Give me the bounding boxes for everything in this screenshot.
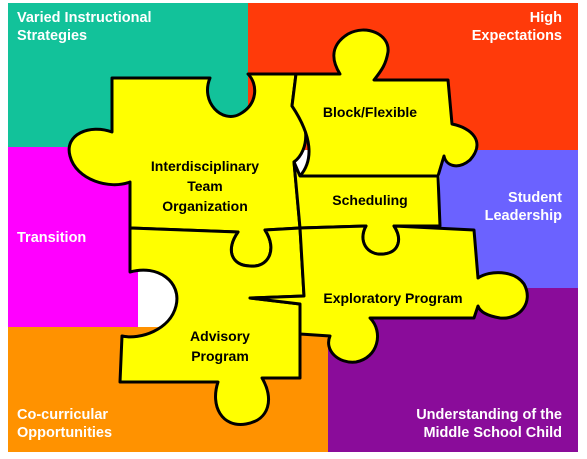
label-interdisciplinary-team-organization: Interdisciplinary Team Organization bbox=[130, 156, 280, 216]
label-advisory-program: Advisory Program bbox=[160, 326, 280, 366]
label-high-expectations: High Expectations bbox=[472, 9, 562, 45]
label-co-curricular-opportunities: Co-curricular Opportunities bbox=[17, 406, 112, 442]
label-line: Advisory bbox=[190, 328, 250, 344]
label-line: Leadership bbox=[484, 208, 562, 224]
label-line: Team bbox=[187, 178, 223, 194]
label-line: Student bbox=[508, 190, 562, 206]
label-line: Middle School Child bbox=[423, 425, 562, 441]
label-line: Expectations bbox=[471, 28, 562, 44]
label-line: Interdisciplinary bbox=[150, 158, 260, 174]
label-block-flexible: Block/Flexible bbox=[305, 102, 435, 122]
label-understanding-middle-school-child: Understanding of the Middle School Child bbox=[416, 406, 562, 442]
puzzle-piece-advisory bbox=[118, 226, 306, 426]
label-line: Transition bbox=[17, 230, 87, 246]
puzzle-piece-block-flexible bbox=[290, 28, 479, 178]
label-line: Strategies bbox=[17, 28, 88, 44]
label-line: High bbox=[529, 10, 562, 26]
puzzle-piece-exploratory bbox=[248, 224, 529, 364]
label-line: Understanding of the bbox=[416, 407, 562, 423]
label-line: Opportunities bbox=[17, 425, 113, 441]
label-exploratory-program: Exploratory Program bbox=[296, 288, 490, 308]
label-line: Varied Instructional bbox=[17, 10, 152, 26]
label-line: Organization bbox=[162, 198, 248, 214]
label-line: Exploratory Program bbox=[323, 290, 463, 306]
label-line: Block/Flexible bbox=[322, 104, 418, 120]
label-student-leadership: Student Leadership bbox=[485, 189, 562, 225]
label-varied-instructional-strategies: Varied Instructional Strategies bbox=[17, 9, 152, 45]
label-line: Scheduling bbox=[332, 192, 408, 208]
label-scheduling: Scheduling bbox=[305, 190, 435, 210]
label-line: Co-curricular bbox=[17, 407, 109, 423]
label-transition: Transition bbox=[17, 229, 86, 247]
label-line: Program bbox=[191, 348, 249, 364]
